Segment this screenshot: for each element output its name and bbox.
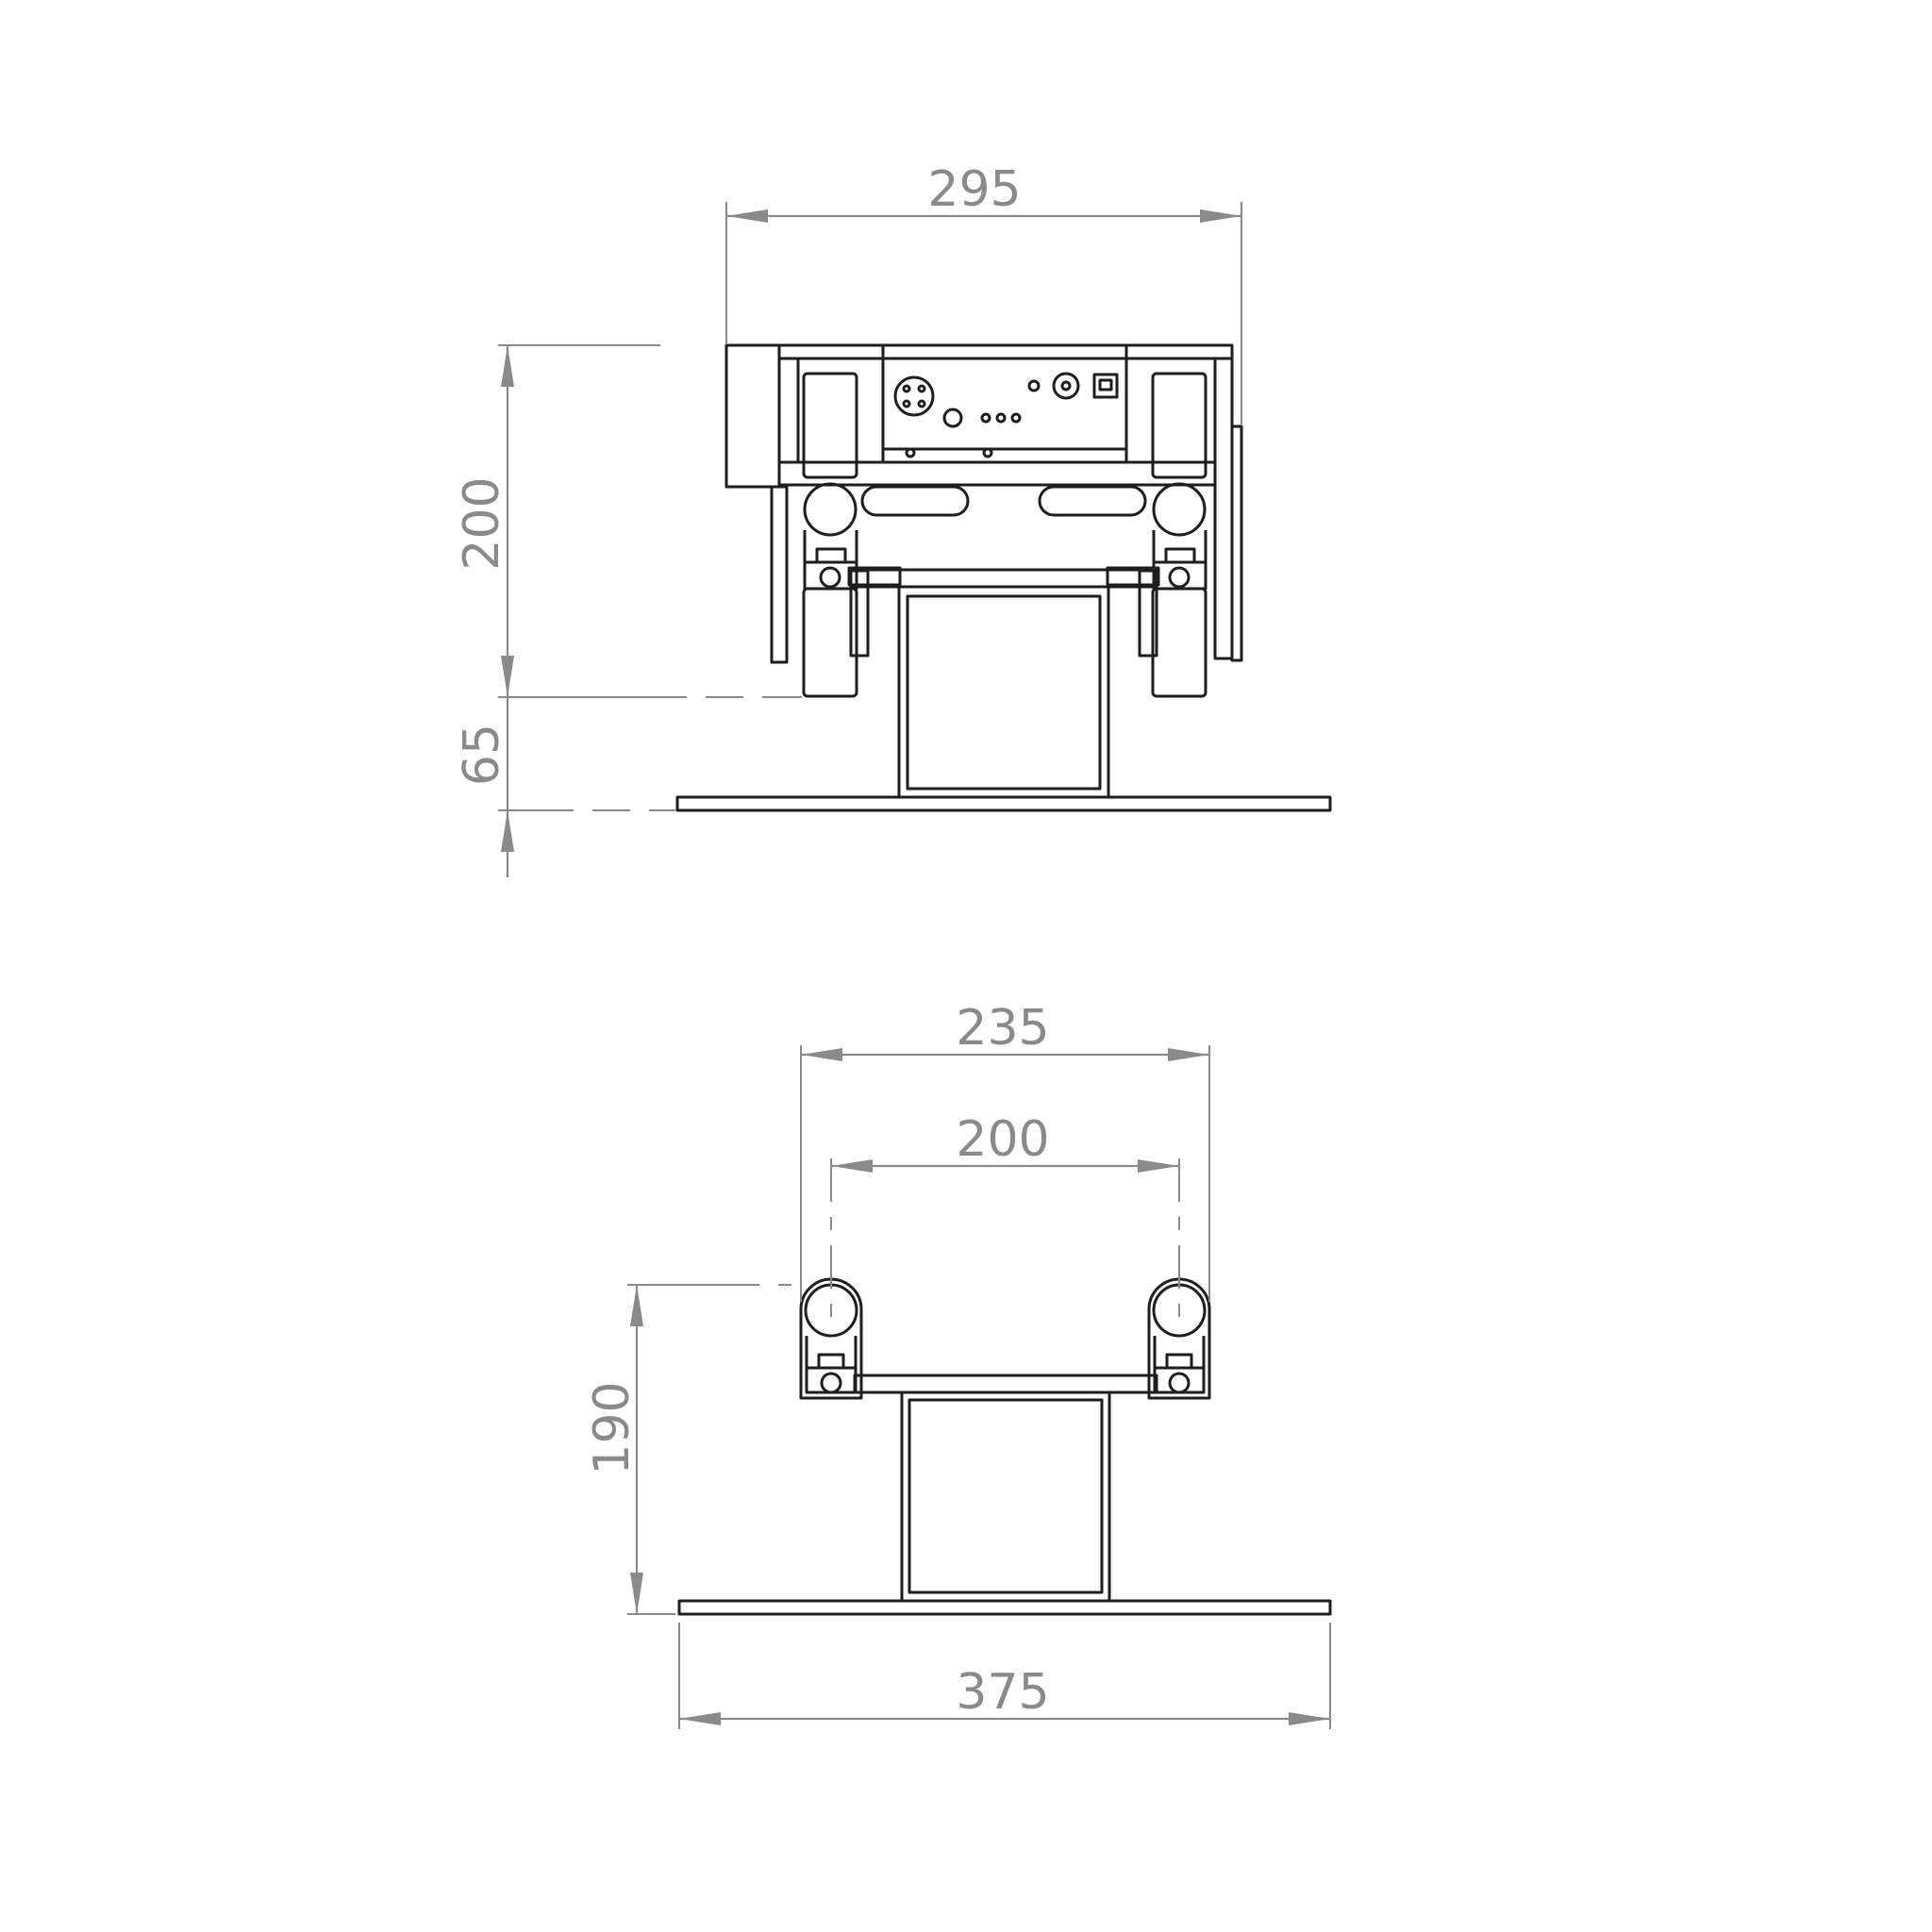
usb-port-icon xyxy=(1092,373,1119,399)
front-view: 295 200 65 xyxy=(454,161,1332,877)
dimension-label-housing-height: 200 xyxy=(454,476,510,570)
dimension-label-axle-spacing: 200 xyxy=(956,1111,1049,1168)
screw-icon xyxy=(982,447,993,458)
front-control-panel xyxy=(881,343,1128,464)
xlr-pin-icon xyxy=(917,399,926,408)
dimension-base-width: 375 xyxy=(679,1664,1330,1725)
side-axle-bracket-right xyxy=(1147,1277,1211,1400)
dimension-label-outer-spacing: 235 xyxy=(956,1000,1049,1057)
xlr-connector-icon xyxy=(893,375,935,417)
screw-icon xyxy=(905,447,916,458)
side-view: 235 200 190 375 xyxy=(584,1000,1332,1729)
front-crossbar xyxy=(849,485,1158,589)
dimension-stand-height: 65 xyxy=(454,697,514,877)
dimension-label-overall-width: 295 xyxy=(927,161,1021,218)
jack-icon xyxy=(1027,379,1041,392)
xlr-pin-icon xyxy=(902,384,911,393)
dimension-overall-height: 190 xyxy=(584,1285,643,1614)
xlr-pin-icon xyxy=(902,399,911,408)
dimension-overall-width: 295 xyxy=(726,161,1241,223)
dimension-axle-spacing: 200 xyxy=(831,1111,1179,1173)
led-indicator-icon xyxy=(1010,412,1022,424)
xlr-pin-icon xyxy=(917,384,926,393)
dimension-label-stand-height: 65 xyxy=(454,724,510,786)
dimension-housing-height: 200 xyxy=(454,345,514,697)
side-pedestal xyxy=(900,1391,1111,1603)
front-wheel-assembly-right xyxy=(1151,372,1208,698)
side-crossbar xyxy=(853,1374,1158,1394)
front-pedestal xyxy=(897,585,1110,799)
front-wheel-assembly-left xyxy=(802,372,858,698)
dimension-label-overall-height: 190 xyxy=(584,1381,641,1474)
dimension-label-base-width: 375 xyxy=(956,1664,1049,1721)
bnc-connector-icon xyxy=(1052,372,1080,400)
dimension-outer-spacing: 235 xyxy=(801,1000,1209,1061)
side-base-plate xyxy=(677,1599,1332,1616)
bnc-center-icon xyxy=(1060,380,1072,391)
side-axle-bracket-left xyxy=(799,1277,863,1400)
front-base-plate xyxy=(675,795,1332,812)
knob-icon xyxy=(942,408,963,428)
led-indicator-icon xyxy=(980,412,991,424)
usb-port-inner-icon xyxy=(1098,378,1113,391)
led-indicator-icon xyxy=(995,412,1007,424)
